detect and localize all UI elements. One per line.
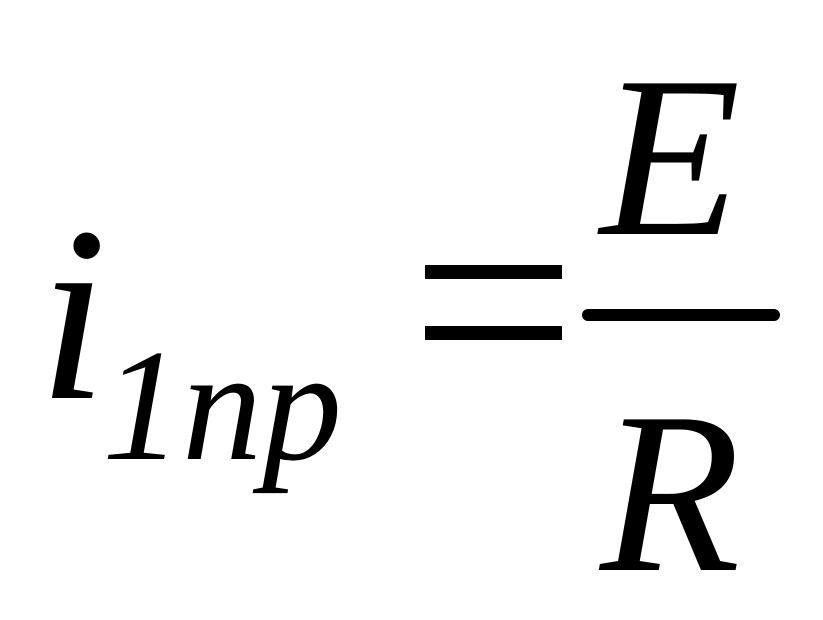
lhs-variable: i [38, 176, 108, 453]
equals-bar-bottom [425, 326, 562, 340]
fraction-numerator: E [600, 29, 741, 284]
equals-bar-top [425, 265, 562, 279]
fraction-denominator: R [600, 365, 741, 620]
lhs-subscript: 1np [102, 316, 342, 494]
fraction-bar [582, 309, 780, 321]
equals-sign [425, 265, 562, 365]
